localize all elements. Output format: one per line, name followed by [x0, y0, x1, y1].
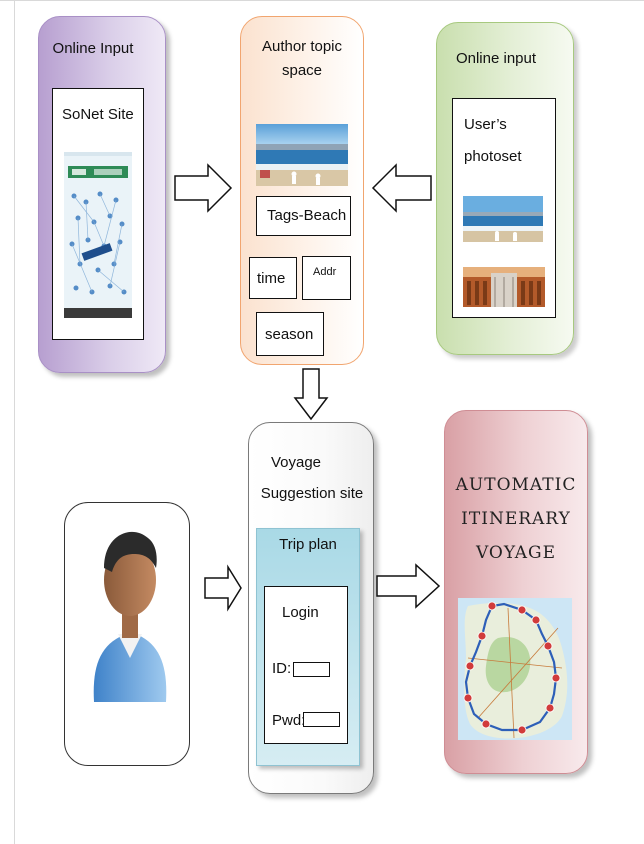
itinerary-line3: VOYAGE [475, 543, 557, 563]
season-label: season [265, 326, 314, 343]
page-top-edge [0, 0, 644, 1]
online-input-right-title: Online input [455, 50, 537, 67]
author-topic-title-line2: space [281, 62, 323, 79]
voyage-title-line2: Suggestion site [260, 485, 364, 502]
route-map [458, 598, 572, 740]
user-avatar-icon [86, 516, 170, 706]
arrow-right-user-icon [204, 564, 242, 612]
arrow-left-icon [371, 163, 432, 213]
tags-beach-label: Tags-Beach [267, 207, 347, 224]
user-beach-photo [463, 196, 543, 242]
author-topic-space-panel [240, 16, 364, 365]
page-left-edge [14, 0, 15, 844]
user-photoset-line2: photoset [464, 148, 522, 165]
time-label: time [257, 270, 286, 287]
user-photoset-line1: User’s [464, 116, 507, 133]
pwd-input[interactable] [303, 712, 340, 727]
trip-plan-label: Trip plan [279, 536, 337, 553]
voyage-title-line1: Voyage [270, 454, 322, 471]
arrow-right-icon [174, 163, 233, 213]
id-label: ID: [272, 660, 292, 677]
online-input-title: Online Input [52, 40, 134, 57]
pwd-label: Pwd: [272, 712, 306, 729]
time-box [249, 257, 297, 299]
user-building-photo [463, 267, 545, 307]
sonet-site-thumbnail [64, 152, 132, 318]
season-box [256, 312, 324, 356]
itinerary-line2: ITINERARY [461, 509, 571, 529]
author-topic-title-line1: Author topic [261, 38, 343, 55]
addr-box [302, 256, 351, 300]
arrow-right-itinerary-icon [376, 563, 441, 609]
itinerary-line1: AUTOMATIC [455, 475, 577, 495]
beach-photo [256, 124, 348, 186]
login-label: Login [282, 604, 319, 621]
id-input[interactable] [293, 662, 330, 677]
arrow-down-icon [293, 368, 329, 421]
sonet-site-label: SoNet Site [62, 106, 134, 123]
addr-label: Addr [313, 266, 337, 278]
tags-beach-box [256, 196, 351, 236]
